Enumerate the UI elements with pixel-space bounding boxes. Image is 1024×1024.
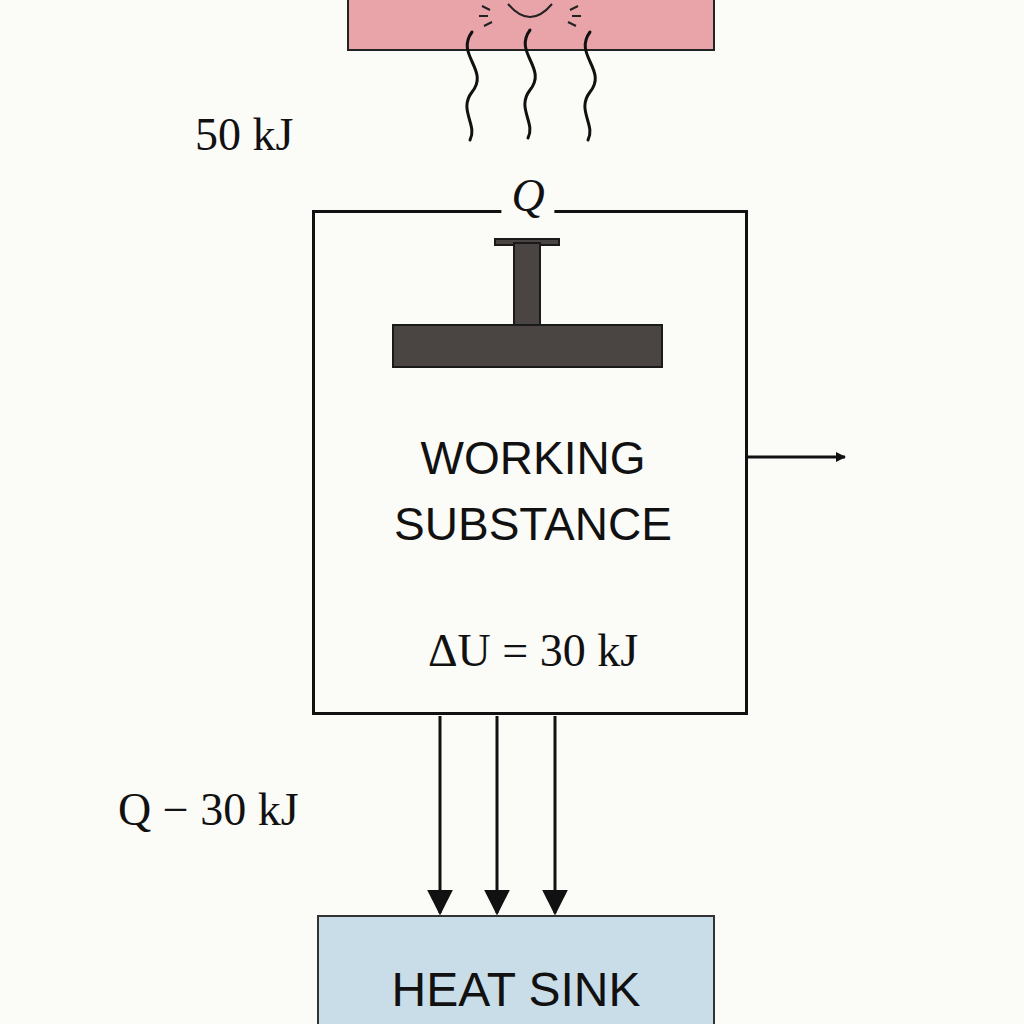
flame-icon xyxy=(479,4,581,26)
box-title: WORKING SUBSTANCE xyxy=(315,425,751,557)
internal-energy-value: ΔU = 30 kJ xyxy=(355,623,711,679)
working-substance-box: WORKING SUBSTANCE ΔU = 30 kJ xyxy=(312,210,748,715)
heat-source xyxy=(348,0,714,50)
box-title: HEAT SINK xyxy=(319,961,713,1019)
heat-input-label: 50 kJ xyxy=(195,110,293,161)
flow-arrow xyxy=(554,716,557,913)
piston xyxy=(393,239,662,367)
flow-arrow xyxy=(439,716,442,913)
flow-arrow xyxy=(496,716,499,913)
heat-symbol: Q xyxy=(501,171,554,222)
heat-output-label: Q − 30 kJ xyxy=(118,785,299,836)
heat-waves xyxy=(467,30,595,140)
heat-flow-arrows xyxy=(440,716,555,913)
work-arrow xyxy=(748,456,845,459)
heat-sink-box: HEAT SINK xyxy=(317,915,715,1024)
